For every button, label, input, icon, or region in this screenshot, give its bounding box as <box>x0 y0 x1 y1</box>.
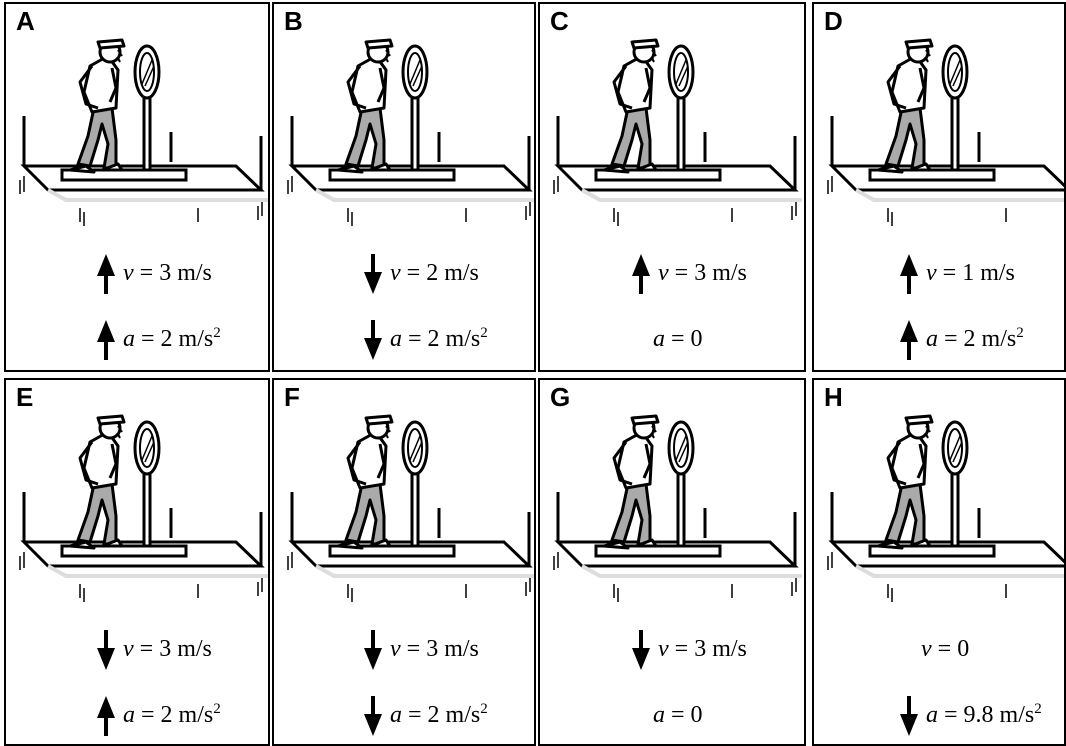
motion-ticks <box>19 552 263 602</box>
arrow-down-icon <box>900 696 918 736</box>
acceleration-row: a = 9.8 m/s2 <box>814 696 1064 736</box>
scale-dial-icon <box>328 420 456 558</box>
motion-ticks <box>827 176 1007 226</box>
panel-label: H <box>824 382 843 412</box>
arrow-up-icon <box>97 320 115 360</box>
acceleration-value: a = 0 <box>653 326 703 352</box>
person-on-scale-icon <box>68 414 126 550</box>
person-on-scale-icon <box>602 38 660 174</box>
elevator-scene <box>827 38 1064 226</box>
velocity-value: v = 3 m/s <box>123 260 212 286</box>
elevator-scene <box>553 414 802 602</box>
elevator-scene <box>19 38 268 226</box>
motion-ticks <box>287 176 531 226</box>
motion-ticks <box>553 176 797 226</box>
velocity-row: v = 0 <box>814 630 1064 670</box>
motion-ticks <box>553 552 797 602</box>
panel-label: C <box>550 6 569 36</box>
person-on-scale-icon <box>336 414 394 550</box>
panel-label: D <box>824 6 843 36</box>
velocity-row: v = 3 m/s <box>6 254 268 294</box>
acceleration-value: a = 0 <box>653 702 703 728</box>
elevator-scene <box>553 38 802 226</box>
velocity-row: v = 3 m/s <box>540 630 804 670</box>
scale-dial-icon <box>868 420 996 558</box>
velocity-value: v = 3 m/s <box>123 636 212 662</box>
person-on-scale-icon <box>336 38 394 174</box>
elevator-scene <box>827 414 1064 602</box>
person-on-scale-icon <box>876 38 934 174</box>
velocity-value: v = 2 m/s <box>390 260 479 286</box>
velocity-value: v = 3 m/s <box>658 260 747 286</box>
arrow-down-icon <box>632 630 650 670</box>
velocity-row: v = 3 m/s <box>274 630 534 670</box>
velocity-value: v = 3 m/s <box>390 636 479 662</box>
acceleration-value: a = 2 m/s2 <box>390 701 488 728</box>
velocity-row: v = 3 m/s <box>6 630 268 670</box>
motion-ticks <box>287 552 531 602</box>
acceleration-row: a = 0 <box>540 696 804 736</box>
velocity-value: v = 0 <box>921 636 970 662</box>
elevator-floor <box>828 116 1064 202</box>
acceleration-value: a = 2 m/s2 <box>926 325 1024 352</box>
elevator-scene <box>287 414 534 602</box>
scale-dial-icon <box>60 44 188 182</box>
panel-label: F <box>284 382 300 412</box>
person-on-scale-icon <box>876 414 934 550</box>
arrow-down-icon <box>364 254 382 294</box>
arrow-up-icon <box>97 254 115 294</box>
motion-ticks <box>19 176 263 226</box>
acceleration-row: a = 2 m/s2 <box>6 696 268 736</box>
panel-label: A <box>16 6 35 36</box>
acceleration-row: a = 2 m/s2 <box>274 696 534 736</box>
acceleration-value: a = 2 m/s2 <box>123 325 221 352</box>
scale-dial-icon <box>594 420 722 558</box>
acceleration-row: a = 2 m/s2 <box>274 320 534 360</box>
velocity-row: v = 3 m/s <box>540 254 804 294</box>
arrow-up-icon <box>900 254 918 294</box>
acceleration-value: a = 9.8 m/s2 <box>926 701 1042 728</box>
arrow-down-icon <box>364 320 382 360</box>
elevator-scene <box>287 38 534 226</box>
scale-dial-icon <box>594 44 722 182</box>
velocity-row: v = 1 m/s <box>814 254 1064 294</box>
motion-ticks <box>827 552 1007 602</box>
velocity-value: v = 3 m/s <box>658 636 747 662</box>
velocity-value: v = 1 m/s <box>926 260 1015 286</box>
panel-label: G <box>550 382 571 412</box>
acceleration-row: a = 0 <box>540 320 804 360</box>
acceleration-row: a = 2 m/s2 <box>6 320 268 360</box>
arrow-up-icon <box>900 320 918 360</box>
scale-dial-icon <box>868 44 996 182</box>
person-on-scale-icon <box>602 414 660 550</box>
velocity-row: v = 2 m/s <box>274 254 534 294</box>
arrow-down-icon <box>364 630 382 670</box>
scale-dial-icon <box>328 44 456 182</box>
elevator-floor <box>828 492 1064 578</box>
arrow-up-icon <box>632 254 650 294</box>
panel-label: E <box>16 382 34 412</box>
arrow-down-icon <box>364 696 382 736</box>
arrow-down-icon <box>97 630 115 670</box>
panel-label: B <box>284 6 303 36</box>
elevator-scene <box>19 414 268 602</box>
acceleration-row: a = 2 m/s2 <box>814 320 1064 360</box>
scale-dial-icon <box>60 420 188 558</box>
acceleration-value: a = 2 m/s2 <box>123 701 221 728</box>
acceleration-value: a = 2 m/s2 <box>390 325 488 352</box>
person-on-scale-icon <box>68 38 126 174</box>
arrow-up-icon <box>97 696 115 736</box>
